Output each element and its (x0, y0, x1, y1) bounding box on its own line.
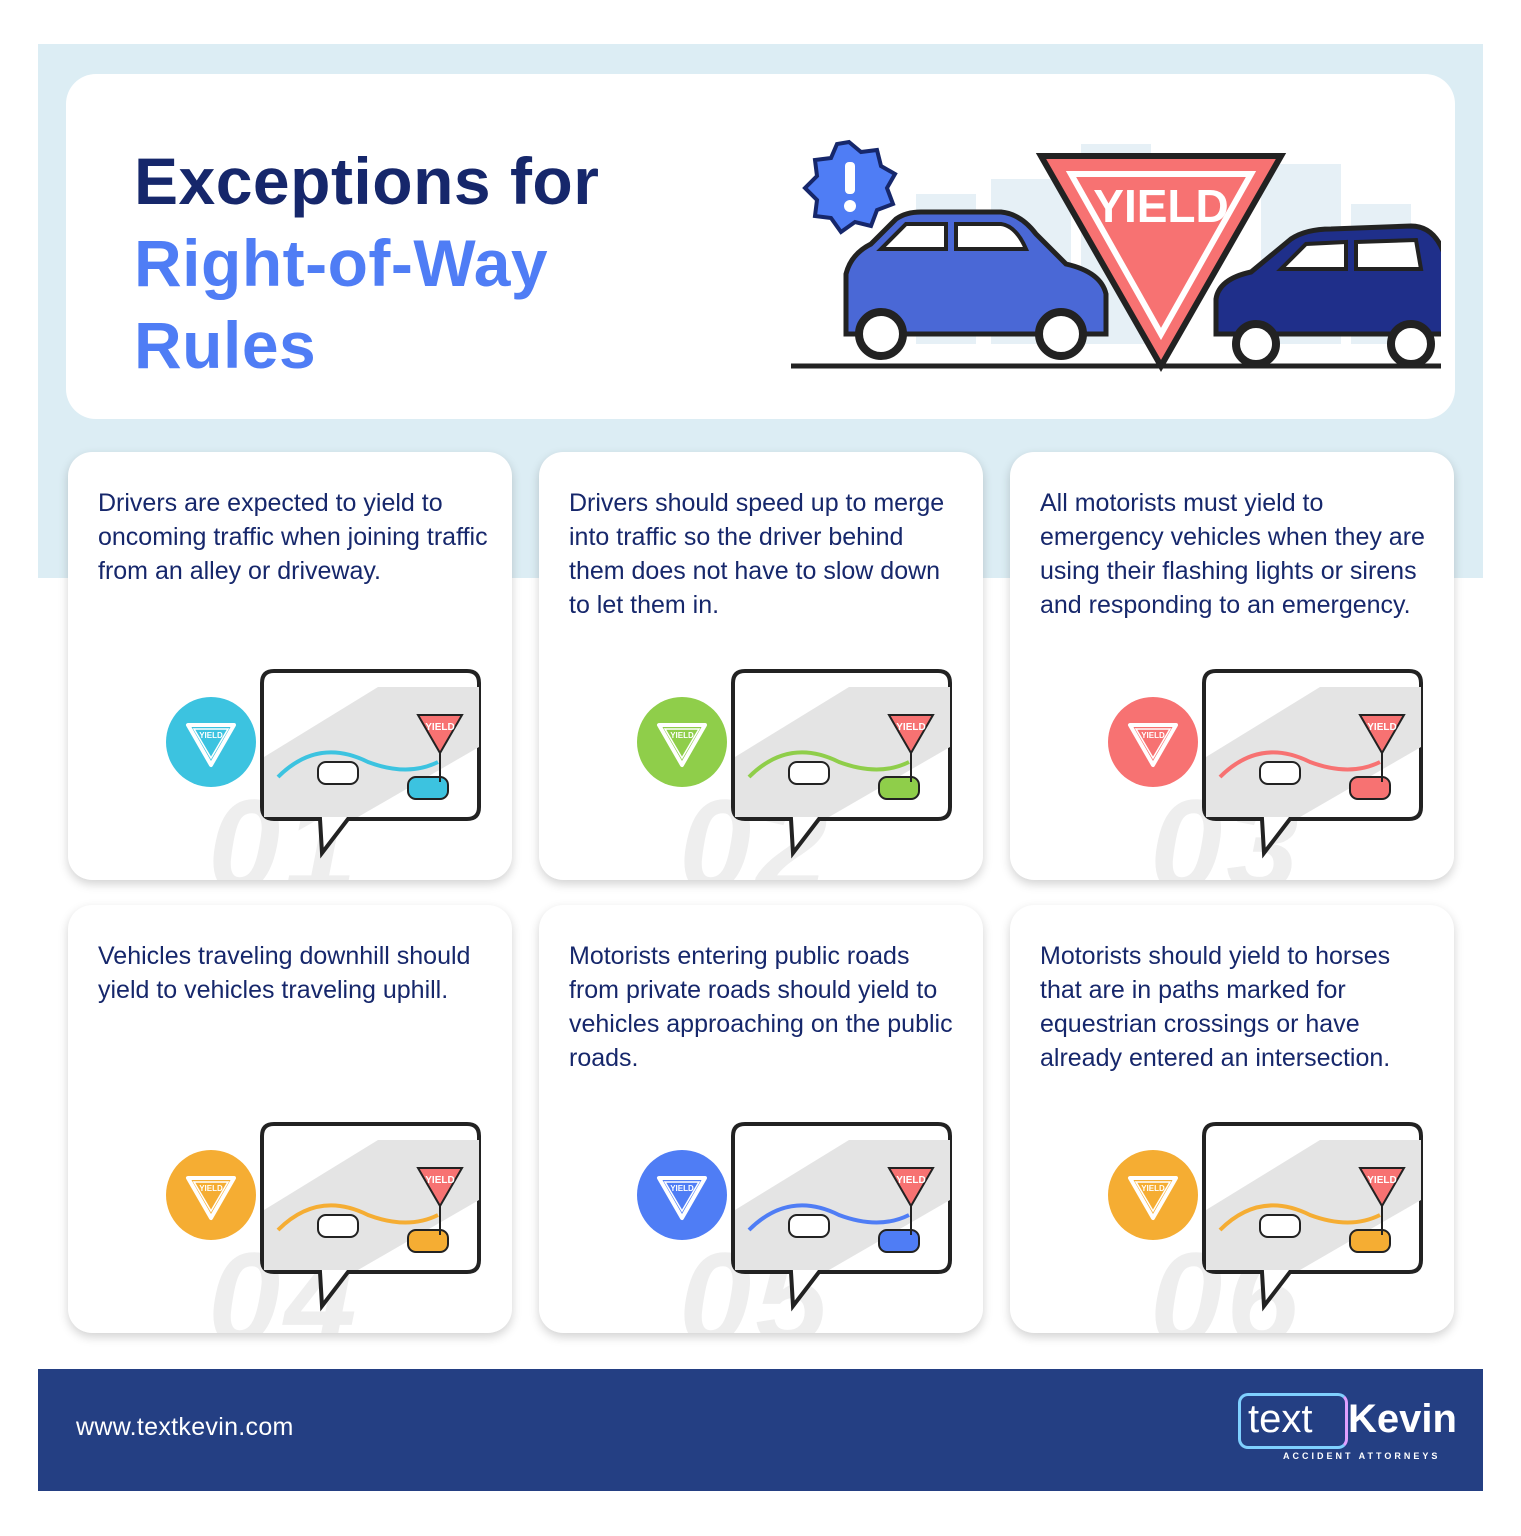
yield-badge-icon: YIELD (1108, 697, 1198, 787)
card-text: Motorists entering public roads from pri… (569, 942, 953, 1072)
card-text: All motorists must yield to emergency ve… (1040, 489, 1425, 619)
card-text: Vehicles traveling downhill should yield… (98, 942, 471, 1004)
page-title: Exceptions for Right-of-Way Rules (134, 140, 599, 386)
logo-tagline: ACCIDENT ATTORNEYS (1283, 1451, 1441, 1461)
hero-illustration: YIELD (791, 139, 1441, 373)
blue-car-icon (843, 209, 1109, 360)
scene-sign-label: YIELD (896, 1175, 925, 1186)
yield-badge-icon: YIELD (1108, 1150, 1198, 1240)
logo-name: Kevin (1348, 1397, 1457, 1441)
badge-label: YIELD (1141, 731, 1165, 740)
title-line-3: Rules (134, 308, 317, 382)
website-link[interactable]: www.textkevin.com (76, 1413, 294, 1441)
road-scene-illustration: YIELD (260, 669, 481, 859)
yield-sign-icon: YIELD (1035, 153, 1287, 373)
road-scene-illustration: YIELD (731, 1122, 952, 1312)
svg-text:YIELD: YIELD (1093, 180, 1228, 232)
title-line-2: Right-of-Way (134, 226, 549, 300)
footer-bar: www.textkevin.com text Kevin ACCIDENT AT… (38, 1369, 1483, 1491)
badge-label: YIELD (199, 1184, 223, 1193)
logo-bubble-icon (1238, 1393, 1348, 1449)
scene-sign-label: YIELD (896, 722, 925, 733)
road-scene-illustration: YIELD (1202, 669, 1423, 859)
hero-panel: Exceptions for Right-of-Way Rules YIELD (66, 74, 1455, 419)
scene-sign-label: YIELD (425, 1175, 454, 1186)
badge-label: YIELD (1141, 1184, 1165, 1193)
card-text: Drivers should speed up to merge into tr… (569, 489, 945, 619)
yield-badge-icon: YIELD (166, 1150, 256, 1240)
card-text: Drivers are expected to yield to oncomin… (98, 489, 488, 585)
scene-sign-label: YIELD (1367, 722, 1396, 733)
title-line-1: Exceptions for (134, 144, 600, 218)
badge-label: YIELD (670, 1184, 694, 1193)
road-scene-illustration: YIELD (731, 669, 952, 859)
yield-badge-icon: YIELD (637, 697, 727, 787)
badge-label: YIELD (199, 731, 223, 740)
scene-sign-label: YIELD (1367, 1175, 1396, 1186)
road-scene-illustration: YIELD (260, 1122, 481, 1312)
alert-icon (802, 139, 898, 235)
textkevin-logo: text Kevin ACCIDENT ATTORNEYS (1238, 1389, 1463, 1469)
yield-badge-icon: YIELD (637, 1150, 727, 1240)
card-text: Motorists should yield to horses that ar… (1040, 942, 1391, 1072)
scene-sign-label: YIELD (425, 722, 454, 733)
road-scene-illustration: YIELD (1202, 1122, 1423, 1312)
yield-badge-icon: YIELD (166, 697, 256, 787)
badge-label: YIELD (670, 731, 694, 740)
logo-text: text (1248, 1397, 1313, 1441)
